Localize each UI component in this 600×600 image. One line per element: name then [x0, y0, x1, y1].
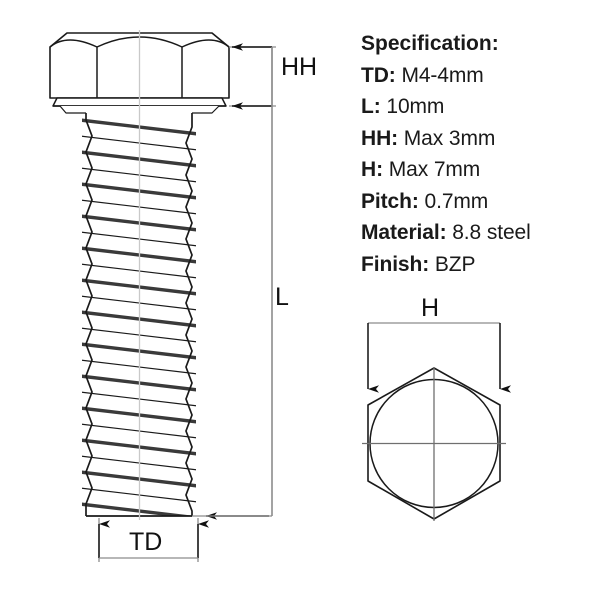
- specification-item: Pitch: 0.7mm: [361, 186, 596, 218]
- dimension-thread-diameter: [98, 518, 209, 562]
- specification-item-value: Max 3mm: [403, 126, 496, 150]
- specification-item-value: 0.7mm: [424, 189, 489, 213]
- specification-item-value: 8.8 steel: [452, 221, 531, 244]
- dimension-label-length: L: [275, 283, 289, 311]
- dimension-across-corners: [367, 322, 511, 393]
- specification-item-value: M4-4mm: [401, 63, 484, 87]
- specification-item-key: Material:: [361, 221, 447, 244]
- specification-heading: Specification:: [361, 32, 499, 55]
- specification-item-key: H:: [361, 158, 383, 181]
- dimension-label-across-corners: H: [421, 294, 440, 322]
- specification-item-value: 10mm: [386, 95, 445, 118]
- specification-item-value: BZP: [434, 252, 476, 276]
- specification-item-key: HH:: [361, 126, 399, 150]
- specification-item-key: L:: [361, 95, 381, 118]
- specification-item: H: Max 7mm: [361, 154, 596, 186]
- dimension-head-height: [229, 43, 276, 110]
- specification-item: HH: Max 3mm: [361, 123, 596, 155]
- dimension-length: [192, 47, 273, 520]
- specification-item: TD: M4-4mm: [361, 60, 596, 92]
- specification-item-key: TD:: [361, 63, 396, 87]
- specification-item: Material: 8.8 steel: [361, 217, 596, 249]
- hex-head-end-view: [362, 367, 506, 521]
- specification-item-key: Finish:: [361, 252, 430, 276]
- dimension-label-thread-diameter: TD: [129, 528, 163, 556]
- dimension-label-head-height: HH: [281, 53, 318, 81]
- specification-item: Finish: BZP: [361, 249, 596, 281]
- specification-item-key: Pitch:: [361, 189, 419, 213]
- specification-item: L: 10mm: [361, 91, 596, 123]
- specification-item-value: Max 7mm: [388, 158, 481, 181]
